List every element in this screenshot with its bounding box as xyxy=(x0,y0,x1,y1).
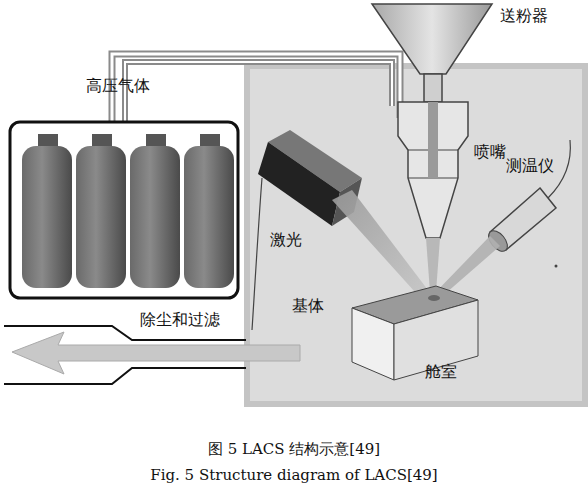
part-label: 除尘和过滤 xyxy=(138,310,222,329)
powder-feeder xyxy=(372,4,492,102)
part-label: 测温仪 xyxy=(506,156,554,175)
node-label: 高压气体 xyxy=(86,76,150,95)
part-label: 激光 xyxy=(270,230,302,249)
exhaust-arrow xyxy=(4,326,300,384)
figure-caption: 图 5 LACS 结构示意[49] xyxy=(208,440,380,458)
thermometer xyxy=(432,140,570,300)
part-label: 基体 xyxy=(292,296,324,315)
gas-box xyxy=(10,122,238,298)
caption-english: Fig. 5 Structure diagram of LACS[49] xyxy=(150,466,437,484)
part-label: 送粉器 xyxy=(500,6,548,25)
substrate-block xyxy=(352,286,478,380)
gas-supply-box: 高压气体 xyxy=(10,122,238,298)
gas-pipe xyxy=(112,54,400,122)
node-label: 舱室 xyxy=(425,362,457,381)
nozzle xyxy=(398,102,468,292)
gas-cylinders xyxy=(22,134,234,288)
part-label: 喷嘴 xyxy=(474,142,506,161)
